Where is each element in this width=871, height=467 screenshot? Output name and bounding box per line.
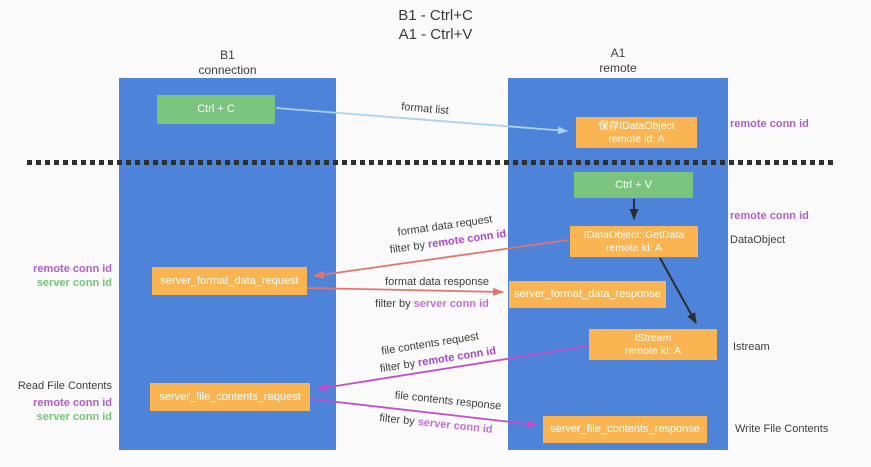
idataobject-getdata-line2: remote id: A xyxy=(605,241,662,254)
arrow-format-data-response xyxy=(306,287,504,296)
server-format-data-response-box: server_format_data_response xyxy=(509,281,666,308)
title-line-1: B1 - Ctrl+C xyxy=(398,7,473,24)
save-idataobject-line1: 保存IDataObject xyxy=(598,119,675,132)
idataobject-getdata-line1: IDataObject::GetData xyxy=(583,228,685,241)
left-remote-conn-id-mid: remote conn id xyxy=(33,263,112,275)
server-format-data-request-box: server_format_data_request xyxy=(152,267,307,295)
idataobject-getdata-text: IDataObject::GetData remote id: A xyxy=(584,229,684,255)
right-column-header: A1 remote xyxy=(508,46,728,76)
save-idataobject-line2: remote id: A xyxy=(608,132,665,145)
save-idataobject-text: 保存IDataObject remote id: A xyxy=(598,120,674,146)
left-server-conn-id-bottom: server conn id xyxy=(36,411,112,423)
right-column-role: remote xyxy=(599,61,637,75)
ctrl-c-label: Ctrl + C xyxy=(197,103,235,115)
right-column-name: A1 xyxy=(610,46,626,60)
label-filter-by-server-conn-id-2: filter by server conn id xyxy=(379,412,493,436)
istream-box: IStream remote id: A xyxy=(589,329,717,360)
label-file-contents-response: file contents response xyxy=(394,389,502,413)
server-conn-id-highlight: server conn id xyxy=(417,416,494,436)
phase-divider-dashed-line xyxy=(27,160,833,165)
left-read-file-contents-label: Read File Contents xyxy=(17,380,112,392)
label-filter-by-server-conn-id-1: filter by server conn id xyxy=(375,298,489,310)
right-remote-conn-id-top: remote conn id xyxy=(730,118,809,130)
idataobject-getdata-box: IDataObject::GetData remote id: A xyxy=(570,226,698,257)
filter-by-text: filter by xyxy=(375,298,414,310)
istream-text: IStream remote id: A xyxy=(625,332,681,358)
title-line-2: A1 - Ctrl+V xyxy=(398,26,473,43)
right-istream-label: Istream xyxy=(733,341,770,353)
server-format-data-response-label: server_format_data_response xyxy=(514,288,661,300)
right-write-file-contents-label: Write File Contents xyxy=(735,423,829,435)
filter-by-text: filter by xyxy=(379,357,420,376)
right-remote-conn-id-mid: remote conn id xyxy=(730,210,809,222)
server-format-data-request-label: server_format_data_request xyxy=(160,274,299,287)
filter-by-text: filter by xyxy=(389,238,429,257)
istream-line1: IStream xyxy=(634,331,672,344)
istream-line2: remote id: A xyxy=(624,344,682,357)
filter-by-text: filter by xyxy=(378,412,419,429)
ctrl-v-label: Ctrl + V xyxy=(615,178,652,191)
label-format-list: format list xyxy=(400,100,450,118)
server-file-contents-response-box: server_file_contents_response xyxy=(543,416,707,443)
left-column-header: B1 connection xyxy=(119,48,336,78)
left-remote-conn-id-bottom: remote conn id xyxy=(33,397,112,409)
ctrl-c-box: Ctrl + C xyxy=(157,95,275,124)
left-server-conn-id-mid: server conn id xyxy=(36,277,112,289)
server-conn-id-highlight: server conn id xyxy=(413,298,489,310)
left-column-role: connection xyxy=(198,63,257,77)
save-idataobject-box: 保存IDataObject remote id: A xyxy=(576,117,697,148)
left-conn-id-group-bottom: remote conn id server conn id xyxy=(0,396,112,424)
left-column-name: B1 xyxy=(220,48,235,62)
server-file-contents-request-box: server_file_contents_request xyxy=(150,383,310,411)
left-conn-id-group-mid: remote conn id server conn id xyxy=(0,262,112,290)
label-format-data-response: format data response xyxy=(385,276,489,288)
server-file-contents-request-label: server_file_contents_request xyxy=(159,390,301,403)
diagram-title: B1 - Ctrl+C A1 - Ctrl+V xyxy=(0,6,871,44)
right-dataobject-label: DataObject xyxy=(730,234,786,246)
server-file-contents-response-label: server_file_contents_response xyxy=(550,423,700,435)
ctrl-v-box: Ctrl + V xyxy=(574,172,693,198)
